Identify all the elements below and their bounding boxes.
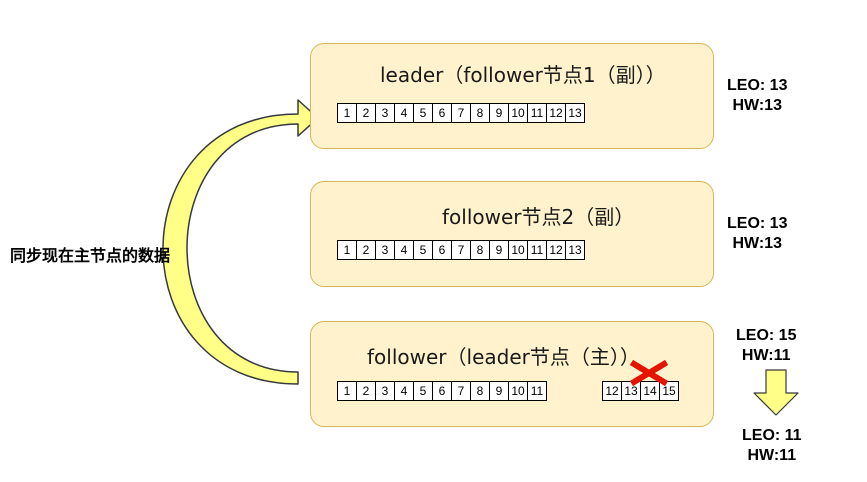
log-cell: 13 [565, 103, 585, 123]
log-cell: 8 [470, 240, 490, 260]
log-cell: 14 [640, 381, 660, 401]
log-cell: 1 [337, 103, 357, 123]
log-cell: 11 [527, 240, 547, 260]
hw-value: HW:13 [732, 97, 782, 114]
sync-label: 同步现在主节点的数据 [10, 246, 171, 265]
log-cell: 9 [489, 103, 509, 123]
leo-value: LEO: 11 [742, 427, 802, 444]
log-cell: 8 [470, 103, 490, 123]
log-cell: 15 [659, 381, 679, 401]
log-cell: 2 [356, 103, 376, 123]
panel-title: follower（leader节点（主）） [367, 345, 640, 369]
panel-follower-2 [310, 181, 714, 287]
log-cell: 11 [527, 103, 547, 123]
log-cell: 5 [413, 240, 433, 260]
log-cells-extra: 12 13 14 15 [602, 381, 679, 401]
log-cells-follower-old-leader: 1 2 3 4 5 6 7 8 9 10 11 [337, 381, 547, 401]
panel-leader [310, 43, 714, 149]
log-cell: 4 [394, 381, 414, 401]
down-arrow-icon [753, 369, 799, 416]
log-cell: 9 [489, 240, 509, 260]
log-cell: 6 [432, 240, 452, 260]
log-cell: 3 [375, 381, 395, 401]
hw-value: HW:11 [747, 447, 797, 464]
log-cell: 6 [432, 103, 452, 123]
leo-value: LEO: 15 [736, 327, 797, 344]
log-cell: 1 [337, 381, 357, 401]
curved-arrow-icon [162, 99, 319, 385]
log-cell: 6 [432, 381, 452, 401]
log-cell: 5 [413, 103, 433, 123]
log-cell: 10 [508, 240, 528, 260]
panel-title: leader（follower节点1（副）） [380, 63, 666, 87]
log-cell: 12 [546, 103, 566, 123]
hw-value: HW:13 [732, 235, 782, 252]
log-cell: 13 [565, 240, 585, 260]
log-cell: 1 [337, 240, 357, 260]
log-cell: 8 [470, 381, 490, 401]
log-cell: 12 [546, 240, 566, 260]
leo-value: LEO: 13 [727, 77, 788, 94]
log-cell: 9 [489, 381, 509, 401]
log-cell: 2 [356, 240, 376, 260]
log-cell: 10 [508, 103, 528, 123]
log-cell: 7 [451, 381, 471, 401]
log-cell: 3 [375, 240, 395, 260]
log-cell: 4 [394, 240, 414, 260]
log-cell: 2 [356, 381, 376, 401]
log-cell: 7 [451, 240, 471, 260]
leo-hw-before: LEO: 15 HW:11 [736, 326, 796, 366]
log-cell: 12 [602, 381, 622, 401]
leo-value: LEO: 13 [727, 215, 788, 232]
log-cells-leader: 1 2 3 4 5 6 7 8 9 10 11 12 13 [337, 103, 585, 123]
log-cell: 3 [375, 103, 395, 123]
leo-hw-follower-2: LEO: 13 HW:13 [727, 214, 787, 254]
panel-follower-old-leader [310, 321, 714, 427]
log-cell: 10 [508, 381, 528, 401]
log-cell: 4 [394, 103, 414, 123]
log-cell: 7 [451, 103, 471, 123]
hw-value: HW:11 [741, 347, 791, 364]
log-cell: 5 [413, 381, 433, 401]
panel-title: follower节点2（副） [442, 205, 635, 229]
log-cell: 13 [621, 381, 641, 401]
leo-hw-after: LEO: 11 HW:11 [742, 426, 802, 466]
leo-hw-leader: LEO: 13 HW:13 [727, 76, 787, 116]
log-cell: 11 [527, 381, 547, 401]
log-cells-follower-2: 1 2 3 4 5 6 7 8 9 10 11 12 13 [337, 240, 585, 260]
